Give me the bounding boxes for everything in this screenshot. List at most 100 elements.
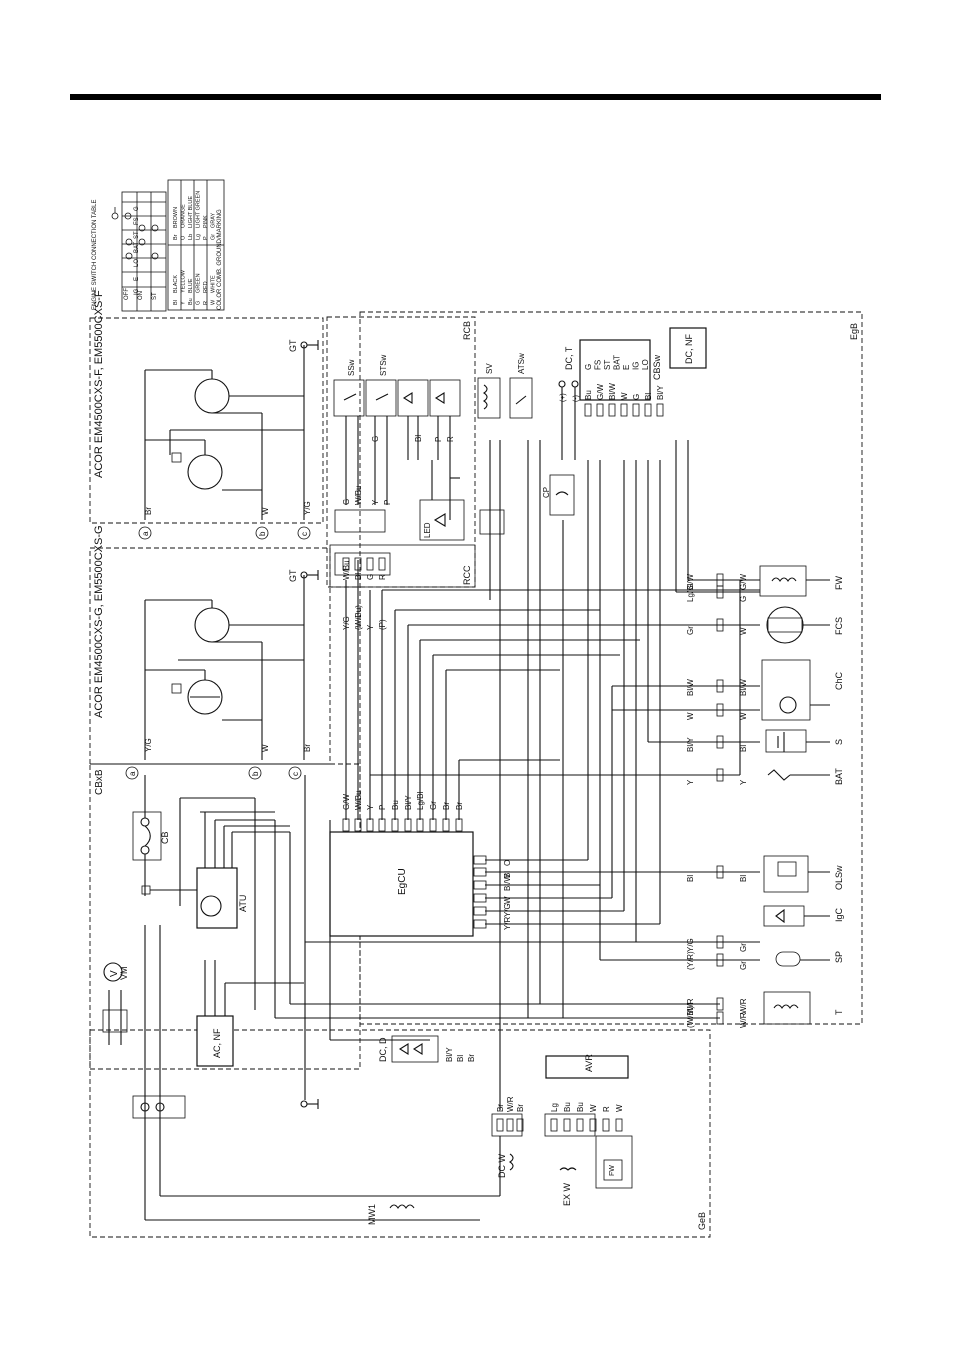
rcb-internals — [333, 379, 465, 576]
right-wire-inner-label: Bl — [686, 875, 695, 882]
right-wire-inner-label: Bl/Y — [686, 737, 695, 752]
avr-wire-label: Bu — [563, 1102, 572, 1112]
legend-code: P — [203, 236, 209, 240]
mw1-label: MW1 — [367, 1204, 377, 1225]
dct-label: DC, T — [564, 346, 574, 370]
rcb-wire-label: P — [434, 437, 443, 442]
rcb-box — [326, 316, 476, 588]
cbsw-wire-label: Bl/Y — [656, 385, 665, 400]
right-component-label: ChC — [834, 671, 844, 690]
rcc-wire-label-lower: (W/Bu) — [354, 605, 363, 630]
avr-connector — [615, 1118, 623, 1132]
acor-wire-label: Y/G — [303, 501, 312, 515]
avr-label: AVR — [584, 1054, 594, 1072]
acor-g-internals — [144, 575, 305, 760]
legend-name: LIGHT BLUE — [188, 196, 194, 228]
right-component-label: BAT — [834, 768, 844, 785]
sv-label: SV — [485, 363, 494, 374]
engine-switch-table: ENGINE SWITCH CONNECTION TABLE IGELOBATS… — [92, 191, 167, 312]
geb-internals — [132, 925, 633, 1221]
rcb-wire-label: G — [342, 499, 351, 505]
right-components — [759, 565, 830, 1025]
dcd-wire-label: Bl — [456, 1055, 465, 1062]
cbsw-wire-label: G/W — [596, 384, 605, 400]
avr-wire-label: W — [589, 1104, 598, 1112]
sv-atsw-group — [477, 327, 707, 535]
dcw-connector — [496, 1118, 504, 1132]
right-wire-inner-label: Bl/W — [686, 679, 695, 696]
fw-label: FW — [609, 1165, 616, 1176]
cbsw-pin-label: G — [584, 364, 593, 370]
egcu-top-connector — [442, 818, 450, 832]
right-wire-outer-label: Bl — [739, 745, 748, 752]
dct-pin-label: (+) — [560, 393, 567, 402]
dcnf-label: DC, NF — [684, 334, 694, 364]
cbsw-wire-label: G — [632, 394, 641, 400]
legend-name: LIGHT GREEN — [196, 191, 202, 228]
acor-f-internals — [144, 345, 305, 520]
egb-label: EgB — [849, 323, 859, 340]
ac-nf-label: AC, NF — [212, 1028, 222, 1058]
cbsw-connector — [644, 403, 652, 417]
legend-name: PINK — [203, 215, 209, 228]
right-connector — [716, 585, 724, 599]
atsw-label: ATSw — [517, 353, 526, 374]
rcc-wire-label: G — [366, 574, 375, 580]
cbsw-connector — [656, 403, 664, 417]
exw-label: EX W — [562, 1182, 572, 1206]
rcc-connector — [342, 557, 350, 571]
avr-wire-label: Lg — [550, 1103, 559, 1112]
connection-point-label: b — [251, 771, 260, 776]
rcc-wire-label: Bl — [354, 573, 363, 580]
gt-label-2: GT — [288, 569, 298, 582]
right-wire-inner-label: G/W — [686, 574, 695, 590]
cbsw-connector — [596, 403, 604, 417]
ssw-label: SSw — [347, 359, 356, 376]
dcw-connector — [516, 1118, 524, 1132]
avr-connector — [589, 1118, 597, 1132]
dcd-label: DC, D — [378, 1037, 388, 1062]
right-wire-inner-label: Gr — [686, 626, 695, 635]
egcu-side-connector — [473, 880, 487, 890]
cbsw-connector — [608, 403, 616, 417]
egcu-top-connector — [429, 818, 437, 832]
switch-col-label: LO — [134, 259, 140, 267]
egcu-box — [329, 831, 474, 937]
vm-label: VM — [119, 967, 129, 981]
connection-point-label: a — [141, 531, 150, 536]
cbsw-connector — [632, 403, 640, 417]
right-wire-outer-label: Bl — [739, 875, 748, 882]
connection-point-label: a — [128, 771, 137, 776]
dcw-wire-label: Br — [516, 1104, 525, 1112]
right-component-label: T — [834, 1009, 844, 1015]
switch-col-label: G — [134, 206, 140, 211]
dcd-wire-label: Br — [467, 1054, 476, 1062]
cbsw-pin-label: FS — [594, 360, 603, 370]
acor-wire-label: W — [261, 744, 270, 752]
legend-code: G — [196, 301, 202, 305]
avr-wire-label: Bu — [576, 1102, 585, 1112]
cbxb-label: CBxB — [94, 769, 105, 795]
dct-pin-label: (-) — [573, 395, 580, 402]
right-component-label: OLSw — [834, 865, 844, 890]
right-wire-inner-label: Y — [686, 779, 695, 785]
legend-name: BLACK — [173, 275, 179, 293]
rcc-wire-label-lower: Y/G — [342, 616, 351, 630]
egcu-side-wire-label: Y/G — [503, 903, 512, 917]
legend-name: BLUE — [188, 278, 194, 293]
cbsw-pin-label: BAT — [613, 355, 622, 370]
legend-name: BROWN — [173, 207, 179, 228]
right-connector — [716, 935, 724, 949]
switch-row-label: ST — [152, 292, 158, 300]
right-wire-inner-label: W/R — [686, 998, 695, 1014]
rcb-wire-label: W/Bu — [354, 485, 363, 505]
avr-connector — [550, 1118, 558, 1132]
acor-wire-label: Br — [144, 507, 153, 515]
rcb-wire-label: G — [371, 436, 380, 442]
acor-wire-label: Y/G — [144, 738, 153, 752]
acor-g-label: ACOR EM4500CXS-G, EM5500CXS-G — [93, 525, 105, 718]
avr-connector — [602, 1118, 610, 1132]
rcb-wire-label: P — [383, 500, 392, 505]
cb-label: CB — [160, 831, 170, 844]
